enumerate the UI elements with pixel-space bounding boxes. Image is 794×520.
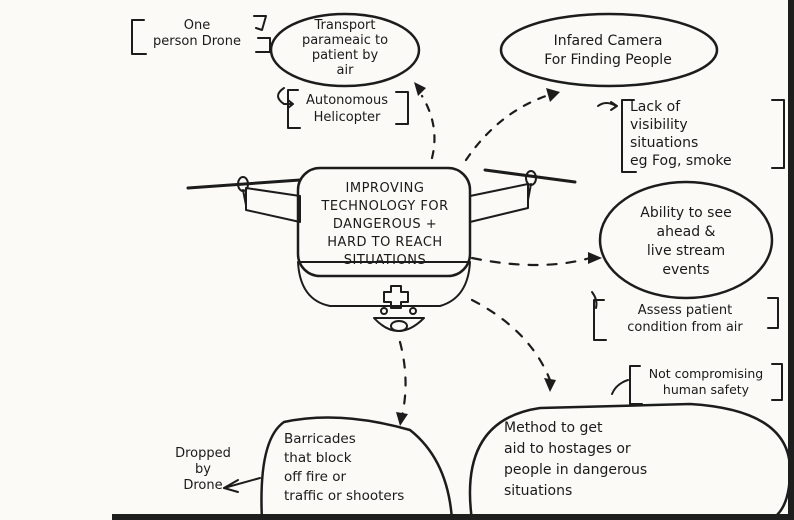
- hook-arrow: [591, 291, 598, 309]
- bracket: [767, 297, 779, 329]
- ability-node-outline: [598, 180, 774, 300]
- barricades-node-outline: [260, 416, 454, 520]
- border-right: [788, 0, 794, 520]
- autonomous-helicopter-label: Autonomous Helicopter: [305, 93, 388, 125]
- one-person-drone-label: One person Drone: [153, 18, 241, 49]
- not-compromising-label: Not compromising human safety: [648, 366, 764, 397]
- hook-arrow: [287, 99, 294, 109]
- connector-to-barricades: [398, 340, 407, 418]
- arrowhead: [546, 88, 560, 102]
- arrowhead: [414, 82, 426, 96]
- bracket: [131, 19, 147, 55]
- bracket: [593, 299, 607, 341]
- bracket: [771, 363, 783, 401]
- camera-lens-icon: [373, 317, 425, 332]
- connector-to-method: [470, 298, 552, 382]
- bracket: [253, 15, 267, 31]
- bracket: [621, 99, 637, 173]
- bracket: [255, 37, 271, 53]
- arrowhead: [544, 378, 556, 392]
- transport-node-label: Transport parameaic to patient by air: [301, 18, 389, 78]
- bracket: [771, 99, 785, 169]
- lack-of-visibility-label: Lack of visibility situations eg Fog, sm…: [630, 99, 732, 169]
- hook-arrow: [611, 379, 629, 395]
- drone-icon: [186, 168, 577, 332]
- barricades-node-label: Barricades that block off fire or traffi…: [284, 431, 405, 504]
- infrared-camera-node-outline: [499, 12, 719, 88]
- center-node-box: [296, 166, 472, 278]
- arrowhead: [396, 412, 408, 426]
- bracket: [629, 365, 643, 405]
- connector-to-ability: [470, 256, 592, 267]
- dropped-by-drone-label: Dropped by Drone: [175, 446, 231, 493]
- hook-arrow: [610, 101, 618, 111]
- medical-cross-icon: [383, 285, 409, 309]
- infrared-camera-node-label: Infared Camera For Finding People: [544, 33, 672, 68]
- hook-arrow: [277, 87, 293, 105]
- assess-patient-label: Assess patient condition from air: [627, 303, 743, 335]
- arrowhead: [588, 252, 602, 264]
- method-node-label: Method to get aid to hostages or people …: [504, 420, 648, 499]
- ability-node-label: Ability to see ahead & live stream event…: [640, 205, 732, 278]
- border-bottom: [112, 514, 794, 520]
- hook-arrow: [223, 477, 261, 489]
- bracket: [395, 91, 409, 125]
- connector-to-camera: [464, 92, 554, 162]
- connector-to-transport: [420, 94, 436, 160]
- center-node-label: IMPROVING TECHNOLOGY FOR DANGEROUS + HAR…: [321, 181, 449, 268]
